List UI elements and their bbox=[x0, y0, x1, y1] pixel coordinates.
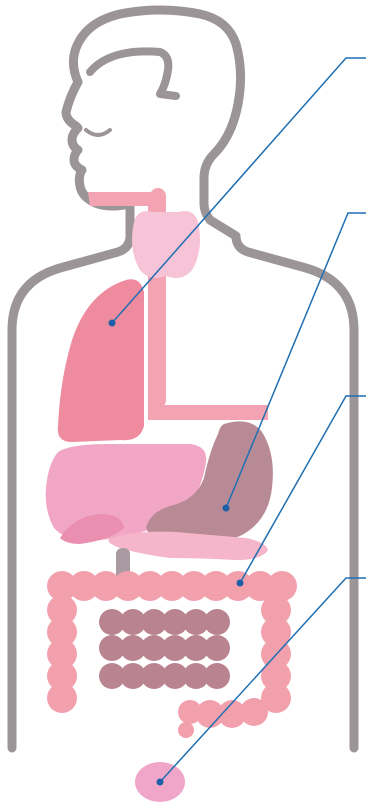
closed-eye-icon bbox=[86, 130, 110, 135]
callout-dot-stomach bbox=[223, 505, 230, 512]
pancreas bbox=[108, 532, 268, 560]
callout-dot-rectum bbox=[157, 779, 164, 786]
thyroid bbox=[132, 211, 200, 278]
callout-dot-lung bbox=[109, 320, 116, 327]
hairline-detail bbox=[90, 51, 176, 96]
small-intestine-segment bbox=[204, 635, 230, 661]
small-intestine-segment bbox=[204, 609, 230, 635]
callout-dot-large-intestine bbox=[237, 580, 244, 587]
lung bbox=[58, 279, 144, 442]
large-intestine-segment bbox=[178, 700, 202, 724]
small-intestine-segment bbox=[204, 663, 230, 689]
large-intestine-segment bbox=[178, 722, 194, 738]
large-intestine-segment bbox=[47, 683, 77, 713]
small-intestine bbox=[99, 609, 230, 689]
